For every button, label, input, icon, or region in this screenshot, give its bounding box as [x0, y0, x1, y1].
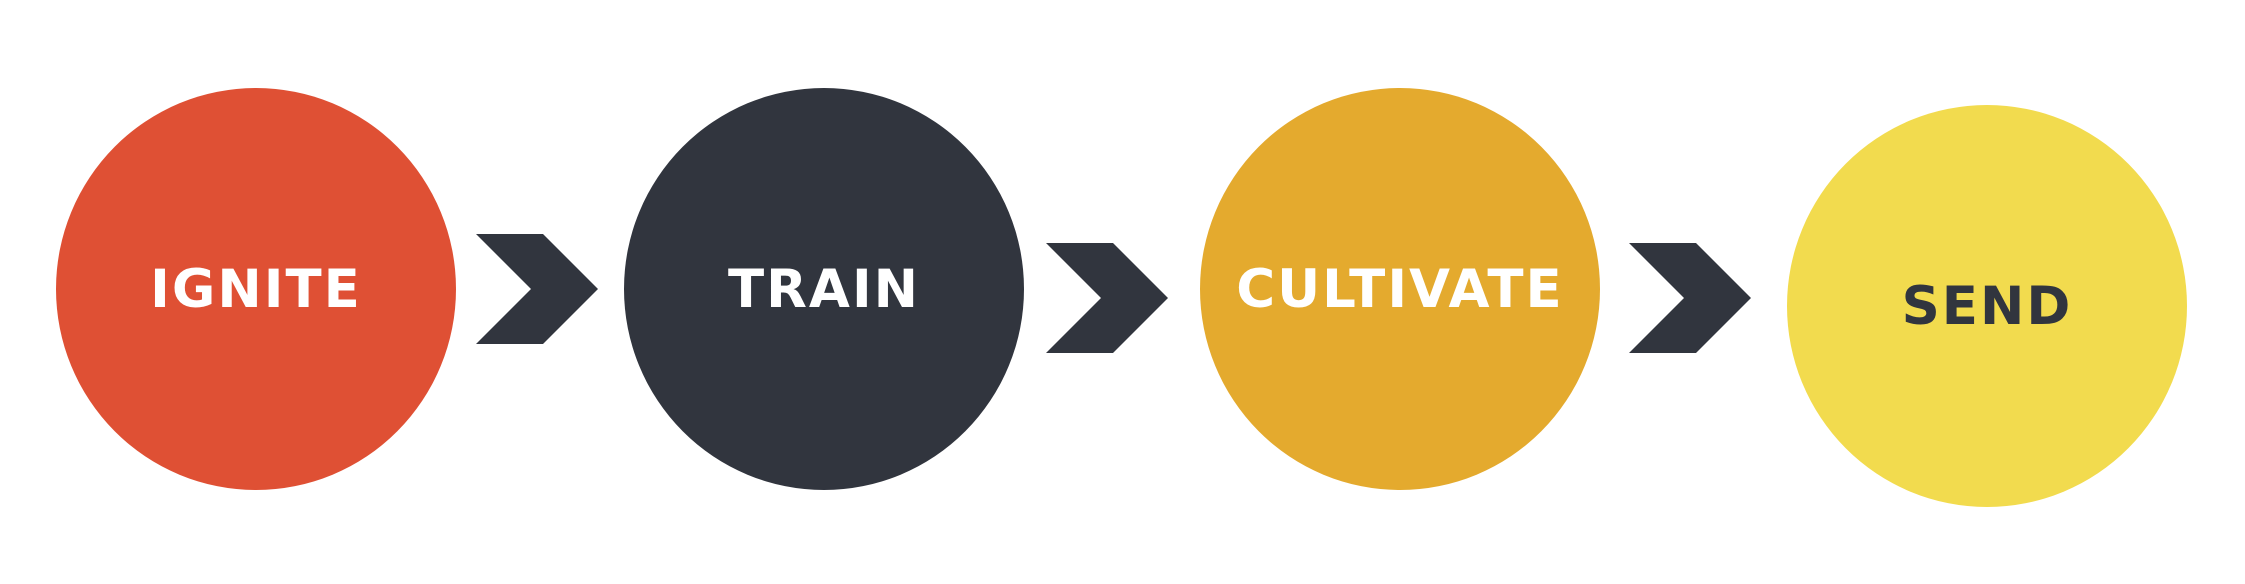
- step-send-circle: SEND: [1787, 105, 2187, 507]
- step-train-label: TRAIN: [727, 258, 921, 320]
- step-cultivate-label: CULTIVATE: [1236, 258, 1564, 320]
- step-cultivate-circle: CULTIVATE: [1200, 88, 1600, 490]
- chevron-right-icon: [1046, 243, 1168, 353]
- chevron-right-icon: [1629, 243, 1751, 353]
- step-ignite-label: IGNITE: [150, 258, 362, 320]
- step-train-circle: TRAIN: [624, 88, 1024, 490]
- chevron-right-icon: [476, 234, 598, 344]
- step-ignite-circle: IGNITE: [56, 88, 456, 490]
- step-send-label: SEND: [1901, 275, 2073, 337]
